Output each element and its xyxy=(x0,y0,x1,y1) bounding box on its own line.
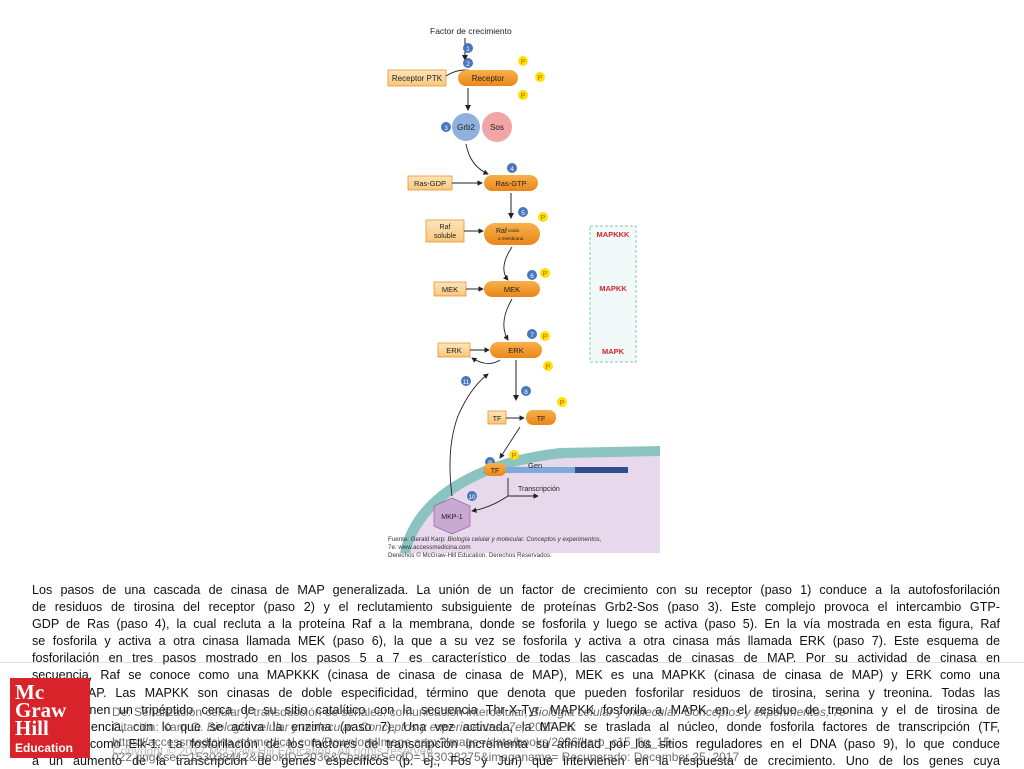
svg-text:Ras-GDP: Ras-GDP xyxy=(414,179,446,188)
footer-bar xyxy=(0,662,1024,769)
source-citation: De: Señalización celular y transducción … xyxy=(112,705,992,765)
receptor-box xyxy=(458,70,518,86)
svg-text:Grb2: Grb2 xyxy=(457,123,475,132)
svg-text:MEK: MEK xyxy=(442,285,458,294)
step-10-badge xyxy=(467,491,477,501)
nucleus xyxy=(410,456,660,553)
svg-text:Sos: Sos xyxy=(490,123,504,132)
step-5-badge xyxy=(518,207,528,217)
tf-left-box xyxy=(487,410,507,425)
growth-factor-label: Factor de crecimiento xyxy=(430,26,512,36)
ras-gtp-box xyxy=(484,175,538,191)
mapkkk-label: MAPKKK xyxy=(597,230,630,239)
svg-text:5: 5 xyxy=(521,210,525,217)
mapkk-label: MAPKK xyxy=(599,284,627,293)
svg-text:8: 8 xyxy=(524,389,528,396)
svg-text:P: P xyxy=(546,364,551,371)
step-8-badge xyxy=(521,386,531,396)
svg-text:4: 4 xyxy=(510,166,514,173)
svg-text:MKP-1: MKP-1 xyxy=(441,514,463,521)
step-11-badge xyxy=(461,376,471,386)
step-2-badge xyxy=(463,58,473,68)
phosphate-group: P P P xyxy=(518,56,545,100)
svg-text:P: P xyxy=(512,453,517,460)
svg-text:Raf: Raf xyxy=(496,228,507,235)
svg-text:P: P xyxy=(543,334,548,341)
svg-text:P: P xyxy=(541,215,546,222)
figure-legend: Fuente: Gerald Karp: Biología celular y … xyxy=(388,536,602,559)
svg-text:Receptor PTK: Receptor PTK xyxy=(392,74,443,83)
source-url[interactable]: https://accessmedicina.mhmedical.com/Dow… xyxy=(112,735,674,749)
sos-node xyxy=(482,112,512,142)
svg-text:TF: TF xyxy=(493,416,502,423)
svg-text:3: 3 xyxy=(444,125,448,132)
svg-text:ERK: ERK xyxy=(446,346,461,355)
svg-text:Ras-GTP: Ras-GTP xyxy=(495,179,526,188)
svg-text:P: P xyxy=(521,93,526,100)
mkp1-node xyxy=(433,497,471,535)
step-3-badge xyxy=(441,122,451,132)
figure-caption: Los pasos de una cascada de cinasa de MA… xyxy=(32,583,1000,768)
receptor-ptk-box xyxy=(387,69,447,87)
mek-right-box xyxy=(484,281,540,297)
svg-text:Receptor: Receptor xyxy=(472,74,505,83)
svg-text:TF: TF xyxy=(491,468,500,475)
kinase-level-bracket xyxy=(589,225,637,363)
step-4-badge xyxy=(507,163,517,173)
svg-text:Raf: Raf xyxy=(440,224,451,231)
mcgraw-hill-logo: Mc Graw Hill Education xyxy=(10,678,90,758)
svg-text:P: P xyxy=(521,59,526,66)
svg-text:6: 6 xyxy=(530,273,534,280)
svg-text:Transcripción: Transcripción xyxy=(518,486,560,493)
mapk-label: MAPK xyxy=(602,347,625,356)
svg-text:10: 10 xyxy=(469,495,476,501)
raf-membrane-box xyxy=(484,223,540,245)
tf-nucleus-box xyxy=(484,463,506,476)
step-6-badge xyxy=(527,270,537,280)
svg-text:P: P xyxy=(538,75,543,82)
svg-text:MEK: MEK xyxy=(504,285,520,294)
grb2-node xyxy=(452,113,480,141)
svg-text:a membrana: a membrana xyxy=(498,236,524,241)
svg-text:ERK: ERK xyxy=(508,346,523,355)
copyright-notice: Copyright © 2017 McGraw-Hill Education. … xyxy=(112,744,433,758)
svg-text:2: 2 xyxy=(466,61,470,68)
svg-text:soluble: soluble xyxy=(434,233,456,240)
step-7-badge xyxy=(527,329,537,339)
svg-text:7: 7 xyxy=(530,332,534,339)
svg-text:1: 1 xyxy=(466,46,470,53)
svg-text:11: 11 xyxy=(463,380,470,386)
step-1-badge xyxy=(463,43,473,53)
svg-text:Gen: Gen xyxy=(528,461,542,470)
tf-right-box xyxy=(526,410,556,425)
svg-text:P: P xyxy=(543,271,548,278)
map-kinase-cascade-diagram: Factor de crecimiento 1 Receptor PTK Rec… xyxy=(387,26,660,553)
svg-text:unida: unida xyxy=(508,228,520,233)
svg-text:TF: TF xyxy=(537,416,546,423)
erk-right-box xyxy=(490,342,542,358)
gene-region xyxy=(505,467,575,473)
svg-text:P: P xyxy=(560,400,565,407)
